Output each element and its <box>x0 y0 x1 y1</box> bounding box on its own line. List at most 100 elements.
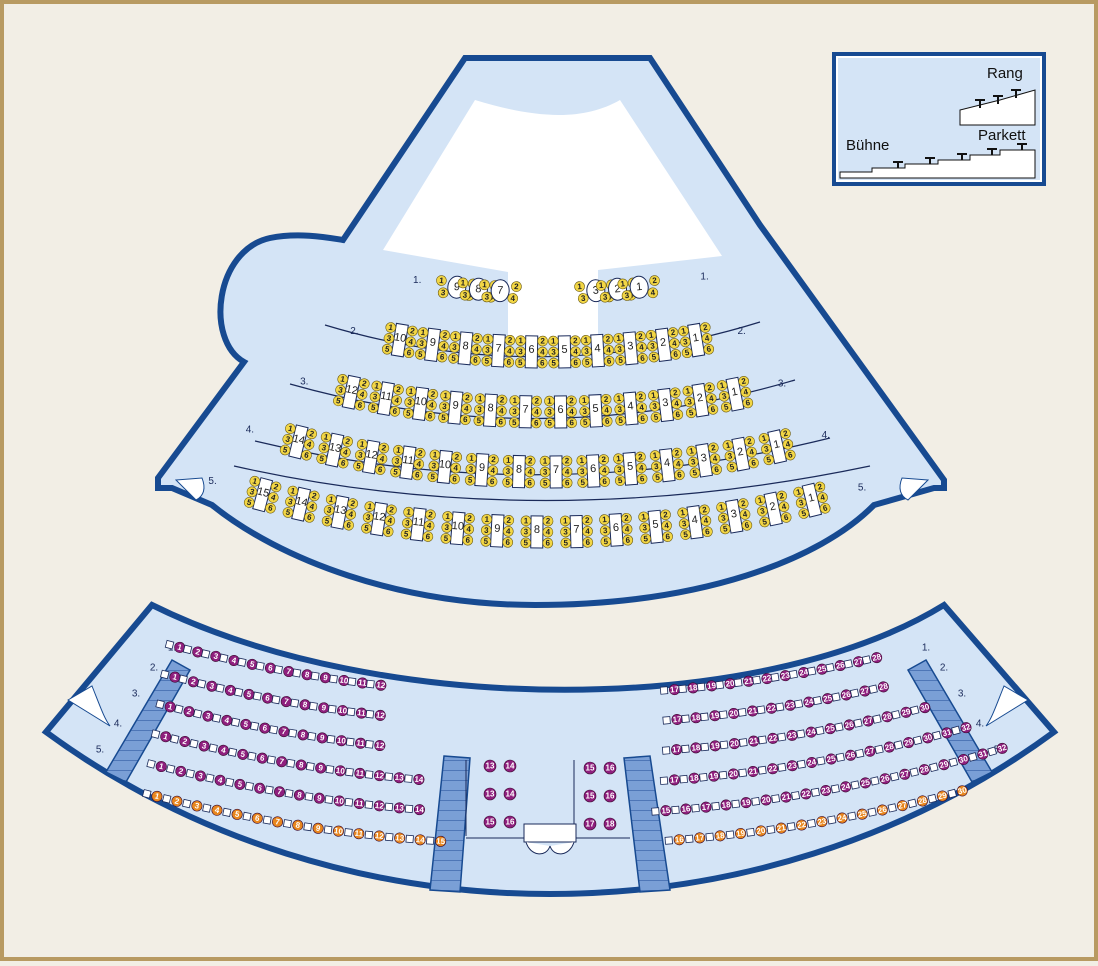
seat[interactable] <box>645 329 657 341</box>
seat[interactable] <box>332 825 345 837</box>
seat[interactable] <box>481 514 493 525</box>
seat[interactable] <box>312 822 324 834</box>
seat[interactable] <box>614 464 625 475</box>
seat[interactable] <box>374 770 386 782</box>
seat[interactable] <box>354 767 366 780</box>
rang-seat[interactable]: 23 <box>810 784 832 798</box>
rang-seat[interactable]: 27 <box>853 715 874 729</box>
rang-seat[interactable]: 20 <box>718 768 739 781</box>
rang-seat[interactable]: 10 <box>323 824 345 837</box>
rang-seat[interactable]: 7 <box>262 814 284 828</box>
seat[interactable] <box>439 329 451 341</box>
seat[interactable] <box>332 395 344 407</box>
seat[interactable] <box>595 280 607 291</box>
rang-seat[interactable]: 26 <box>870 773 891 787</box>
seat[interactable] <box>635 462 647 474</box>
seat[interactable] <box>503 356 515 368</box>
seat[interactable] <box>672 409 684 420</box>
seat[interactable] <box>583 761 597 775</box>
seat[interactable] <box>403 347 415 359</box>
seat[interactable] <box>449 342 460 353</box>
seat[interactable] <box>699 504 710 516</box>
seat[interactable] <box>796 819 808 831</box>
seat[interactable] <box>859 777 871 789</box>
seat[interactable] <box>403 506 414 518</box>
rang-seat[interactable]: 17 <box>662 713 683 726</box>
seat[interactable] <box>474 393 486 405</box>
rang-seat[interactable]: 4 <box>211 712 233 726</box>
rang-seat[interactable]: 16 <box>671 803 692 815</box>
seat[interactable] <box>938 758 951 771</box>
seat[interactable] <box>404 397 415 408</box>
seat[interactable] <box>687 456 699 468</box>
rang-seat[interactable]: 11 <box>345 766 366 780</box>
seat[interactable] <box>383 333 395 344</box>
seat[interactable] <box>544 417 556 429</box>
seat[interactable] <box>648 351 660 363</box>
rang-seat[interactable]: 26 <box>835 749 857 763</box>
seat[interactable] <box>622 534 634 546</box>
seat[interactable] <box>414 834 426 846</box>
seat[interactable] <box>251 812 263 824</box>
seat[interactable] <box>284 496 296 508</box>
seat[interactable] <box>542 515 554 527</box>
seat[interactable] <box>548 335 559 347</box>
seat[interactable] <box>726 461 738 473</box>
rang-seat[interactable]: 12 <box>364 799 385 812</box>
rang-seat[interactable]: 20 <box>746 825 766 838</box>
rang-seat[interactable]: 11 <box>344 827 365 840</box>
seat[interactable] <box>577 477 589 488</box>
seat[interactable] <box>566 406 577 418</box>
seat[interactable] <box>282 433 294 445</box>
rang-seat[interactable]: 5 <box>237 656 258 670</box>
seat[interactable] <box>671 447 683 459</box>
seat[interactable] <box>668 774 680 786</box>
rang-seat[interactable]: 30 <box>948 753 970 768</box>
seat[interactable] <box>270 481 282 493</box>
seat[interactable] <box>806 756 818 768</box>
seat[interactable] <box>576 455 588 466</box>
rang-seat[interactable]: 15 <box>583 761 597 775</box>
seat[interactable] <box>539 455 551 467</box>
seat[interactable] <box>303 511 315 523</box>
rang-seat[interactable]: 25 <box>850 777 872 791</box>
seat[interactable] <box>414 447 426 459</box>
seat[interactable] <box>300 449 312 461</box>
seat[interactable] <box>508 417 520 428</box>
seat[interactable] <box>334 765 346 777</box>
seat[interactable] <box>422 531 434 542</box>
seat[interactable] <box>502 526 514 537</box>
seat[interactable] <box>718 512 730 524</box>
rang-seat[interactable]: 25 <box>815 723 837 737</box>
rang-seat[interactable]: 27 <box>855 745 876 759</box>
seat[interactable] <box>615 354 626 366</box>
seat[interactable] <box>703 343 715 355</box>
seat[interactable] <box>816 492 828 504</box>
seat[interactable] <box>243 496 255 508</box>
seat[interactable] <box>820 784 832 796</box>
seat[interactable] <box>356 439 368 451</box>
rang-seat[interactable]: 25 <box>847 808 869 822</box>
rang-seat[interactable]: 11 <box>347 676 368 689</box>
seat[interactable] <box>474 404 485 415</box>
seat[interactable] <box>599 476 610 487</box>
seat[interactable] <box>561 477 573 489</box>
seat[interactable] <box>748 457 760 469</box>
seat[interactable] <box>503 759 517 773</box>
seat[interactable] <box>502 537 514 548</box>
seat[interactable] <box>635 451 646 463</box>
seat[interactable] <box>570 357 582 368</box>
seat[interactable] <box>413 774 425 786</box>
seat[interactable] <box>386 504 397 516</box>
seat[interactable] <box>463 523 474 535</box>
seat[interactable] <box>778 501 790 513</box>
rang-seat[interactable]: 21 <box>766 822 787 835</box>
